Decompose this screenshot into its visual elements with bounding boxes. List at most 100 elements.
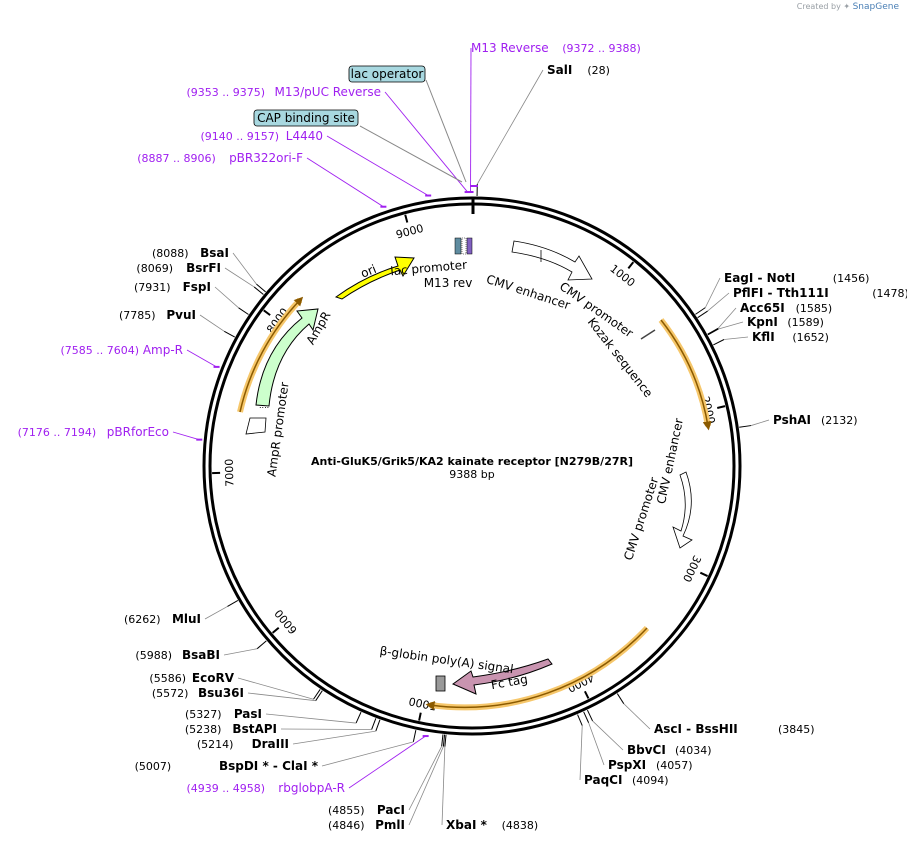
enzyme-name: PflFI - Tth111I bbox=[733, 286, 829, 300]
enzyme-site: SalI(28) bbox=[476, 63, 610, 197]
enzyme-name: Bsu36I bbox=[198, 686, 244, 700]
tick-mark-6000 bbox=[271, 626, 280, 634]
enzyme-position: (3845) bbox=[778, 723, 815, 736]
enzyme-site: BstAPI(5238) bbox=[185, 718, 377, 736]
ampr-promoter-arrow bbox=[245, 417, 267, 435]
primer-site: rbglobpA-R (4939 .. 4958) bbox=[186, 735, 429, 795]
primer-name: rbglobpA-R bbox=[278, 781, 345, 795]
enzyme-site: BsaI(8088) bbox=[152, 246, 266, 293]
enzyme-site: PvuI(7785) bbox=[119, 308, 236, 338]
primer-sites: M13 Reverse(9372 .. 9388)M13/pUC Reverse… bbox=[18, 41, 641, 795]
orf-arrow-2 bbox=[425, 627, 648, 711]
m13-rev-label: M13 rev bbox=[424, 276, 473, 290]
enzyme-name: PacI bbox=[377, 803, 405, 817]
cap-binding-site-box bbox=[253, 109, 359, 127]
enzyme-site: PaqCI(4094) bbox=[577, 714, 669, 787]
lac-operator-box bbox=[348, 65, 426, 83]
orf-arrow-1 bbox=[660, 319, 712, 431]
enzyme-site: MluI(6262) bbox=[124, 600, 239, 626]
enzyme-site: BsrFI (8069) bbox=[136, 261, 264, 295]
snapgene-logo-icon: ✦ bbox=[843, 2, 851, 11]
ampr-arrow bbox=[255, 308, 319, 407]
primer-name: M13 Reverse bbox=[471, 41, 549, 55]
enzyme-position: (2132) bbox=[821, 414, 858, 427]
cmv-enhancer-label-2: CMV enhancer bbox=[654, 417, 686, 505]
enzyme-site: EagI - NotI (1456) bbox=[695, 271, 870, 315]
enzyme-name: PasI bbox=[234, 707, 262, 721]
fc-tag-label: Fc tag bbox=[490, 672, 529, 692]
enzyme-site: PasI (5327) bbox=[185, 707, 362, 724]
primer-name: M13/pUC Reverse bbox=[275, 85, 382, 99]
enzyme-site: BbvCI(4034) bbox=[586, 709, 712, 757]
globin-polyA-mark bbox=[435, 675, 446, 692]
enzyme-position: (5007) bbox=[135, 760, 172, 773]
ori-label: ori bbox=[359, 262, 379, 281]
primer-position: (7176 .. 7194) bbox=[18, 426, 97, 439]
enzyme-site: Bsu36I(5572) bbox=[152, 686, 323, 702]
enzyme-position: (4838) bbox=[502, 819, 539, 832]
enzyme-position: (4057) bbox=[656, 759, 693, 772]
enzyme-site: KflI (1652) bbox=[713, 330, 829, 346]
enzyme-sites: SalI(28) EagI - NotI (1456) PflFI - Tth111I… bbox=[119, 63, 907, 832]
m13-rev-mark bbox=[466, 237, 473, 255]
enzyme-site: FspI(7931) bbox=[134, 280, 249, 315]
enzyme-name: KflI bbox=[752, 330, 775, 344]
enzyme-site: XbaI * (4838) bbox=[441, 734, 539, 832]
enzyme-name: AscI - BssHII bbox=[654, 722, 738, 736]
enzyme-position: (1478) bbox=[872, 287, 907, 300]
enzyme-position: (7931) bbox=[134, 281, 171, 294]
primer-site: L4440(9140 .. 9157) bbox=[200, 129, 432, 197]
enzyme-name: EcoRV bbox=[192, 671, 235, 685]
primer-position: (8887 .. 8906) bbox=[137, 152, 216, 165]
primer-name: pBR322ori-F bbox=[229, 151, 303, 165]
enzyme-name: XbaI * bbox=[446, 818, 488, 832]
enzyme-site: DraIII(5214) bbox=[197, 719, 381, 751]
primer-site: pBR322ori-F (8887 .. 8906) bbox=[137, 151, 387, 208]
enzyme-position: (4846) bbox=[328, 819, 365, 832]
enzyme-name: Acc65I bbox=[740, 301, 785, 315]
orf-arrow-3 bbox=[239, 296, 304, 413]
tick-label-1000: 1000 bbox=[607, 262, 637, 290]
enzyme-position: (4034) bbox=[675, 744, 712, 757]
enzyme-position: (1585) bbox=[796, 302, 833, 315]
enzyme-name: MluI bbox=[172, 612, 201, 626]
credit-brand: SnapGene bbox=[852, 2, 899, 12]
primer-position: (9140 .. 9157) bbox=[200, 130, 279, 143]
svg-text:....: .... bbox=[259, 401, 269, 410]
tick-mark-4000 bbox=[583, 690, 590, 699]
enzyme-site: AscI - BssHII (3845) bbox=[616, 693, 815, 736]
enzyme-position: (5988) bbox=[135, 649, 172, 662]
enzyme-site: BsaBI(5988) bbox=[135, 640, 267, 662]
primer-name: Amp-R bbox=[143, 343, 183, 357]
primer-site: M13/pUC Reverse (9353 .. 9375) bbox=[186, 85, 471, 194]
lac-operator-label: lac operator bbox=[351, 67, 424, 81]
enzyme-position: (1652) bbox=[792, 331, 829, 344]
enzyme-position: (8088) bbox=[152, 247, 189, 260]
enzyme-position: (1589) bbox=[787, 316, 824, 329]
cap-binding-site-label: CAP binding site bbox=[257, 111, 355, 125]
map-size: 9388 bp bbox=[449, 468, 494, 481]
enzyme-name: PshAI bbox=[773, 413, 811, 427]
enzyme-name: DraIII bbox=[252, 737, 289, 751]
tick-mark-9000 bbox=[404, 214, 409, 223]
enzyme-position: (8069) bbox=[136, 262, 173, 275]
enzyme-name: PspXI bbox=[608, 758, 646, 772]
enzyme-name: SalI bbox=[547, 63, 572, 77]
primer-position: (9353 .. 9375) bbox=[186, 86, 265, 99]
enzyme-name: BsrFI bbox=[186, 261, 221, 275]
primer-position: (7585 .. 7604) bbox=[60, 344, 139, 357]
tick-label-3000: 3000 bbox=[680, 553, 704, 584]
enzyme-position: (5327) bbox=[185, 708, 222, 721]
primer-site: pBRforEco(7176 .. 7194) bbox=[18, 425, 203, 441]
enzyme-site: PshAI (2132) bbox=[739, 413, 858, 428]
primer-position: (4939 .. 4958) bbox=[186, 782, 265, 795]
primer-site: Amp-R (7585 .. 7604) bbox=[60, 343, 220, 368]
fc-tag-arrow bbox=[451, 658, 553, 695]
enzyme-name: EagI - NotI bbox=[724, 271, 795, 285]
enzyme-site: BspDI * - ClaI *(5007) bbox=[135, 729, 417, 773]
tick-mark-8000 bbox=[263, 309, 271, 316]
enzyme-position: (1456) bbox=[833, 272, 870, 285]
enzyme-name: PmlI bbox=[375, 818, 405, 832]
lac-promoter-mark bbox=[461, 237, 467, 255]
